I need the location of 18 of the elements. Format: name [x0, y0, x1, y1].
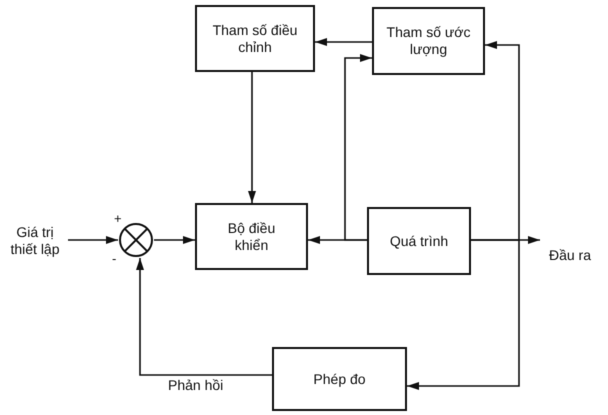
text-label: Giá trị thiết lập	[2, 215, 68, 267]
process-box: Quá trình	[367, 207, 471, 275]
edge-label: Phản hồi	[168, 377, 224, 393]
process-box: Bộ điều khiển	[195, 203, 308, 270]
process-box: Phép đo	[272, 347, 407, 411]
process-box: Tham số điều chỉnh	[195, 5, 315, 72]
arrow	[315, 38, 372, 46]
sign-label: -	[112, 252, 116, 265]
arrow	[407, 239, 520, 390]
text-label: Đầu ra	[540, 232, 600, 264]
process-box: Tham số ước lượng	[372, 7, 485, 75]
arrow	[248, 72, 256, 203]
arrow	[344, 54, 372, 241]
arrow	[136, 258, 272, 376]
arrow	[154, 236, 195, 244]
sign-label: +	[114, 212, 122, 225]
arrow	[68, 236, 118, 244]
summing-junction	[118, 222, 154, 258]
